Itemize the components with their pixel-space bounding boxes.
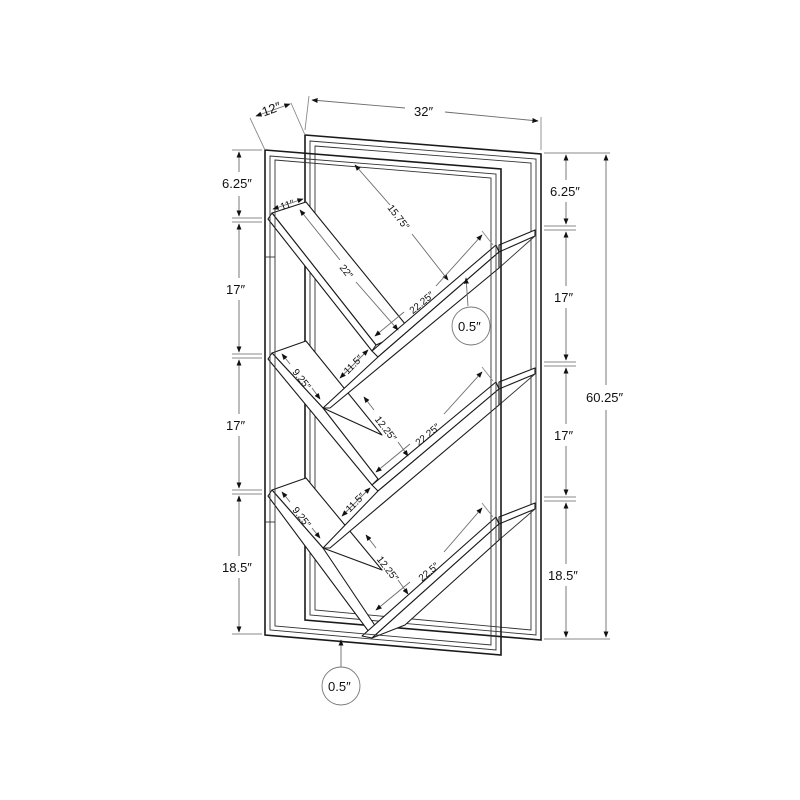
left-dim-4: 18.5″ <box>222 560 252 575</box>
top-clearance-label: 15.75″ <box>385 203 412 233</box>
rear-frame <box>304 134 542 641</box>
right-dim-2: 17″ <box>554 290 573 305</box>
width-label: 32″ <box>414 104 433 119</box>
shelf-thickness-callout <box>451 306 491 346</box>
depth-label: 12″ <box>260 99 283 120</box>
frame-thickness-label: 0.5″ <box>328 679 351 694</box>
top-dimensions: 12″ 32″ <box>249 95 542 151</box>
left-vertical-dimensions: 6.25″ 17″ 17″ 18.5″ <box>222 149 262 635</box>
left-dim-1: 6.25″ <box>222 176 252 191</box>
frame-thickness-callout <box>321 666 361 706</box>
right-dim-4: 18.5″ <box>548 568 578 583</box>
left-dim-3: 17″ <box>226 418 245 433</box>
front-frame <box>264 149 502 656</box>
tier3-clearance-label: 12.25″ <box>374 555 401 585</box>
left-dim-2: 17″ <box>226 282 245 297</box>
left-shelves <box>267 201 411 637</box>
top-depth-label: 11″ <box>279 198 296 213</box>
shelf-thickness-label: 0.5″ <box>458 319 481 334</box>
right-dim-1: 6.25″ <box>550 184 580 199</box>
right-dim-3: 17″ <box>554 428 573 443</box>
right-vertical-dimensions: 6.25″ 17″ 17″ 18.5″ 60.25″ <box>544 152 624 640</box>
overall-height-label: 60.25″ <box>586 390 624 405</box>
